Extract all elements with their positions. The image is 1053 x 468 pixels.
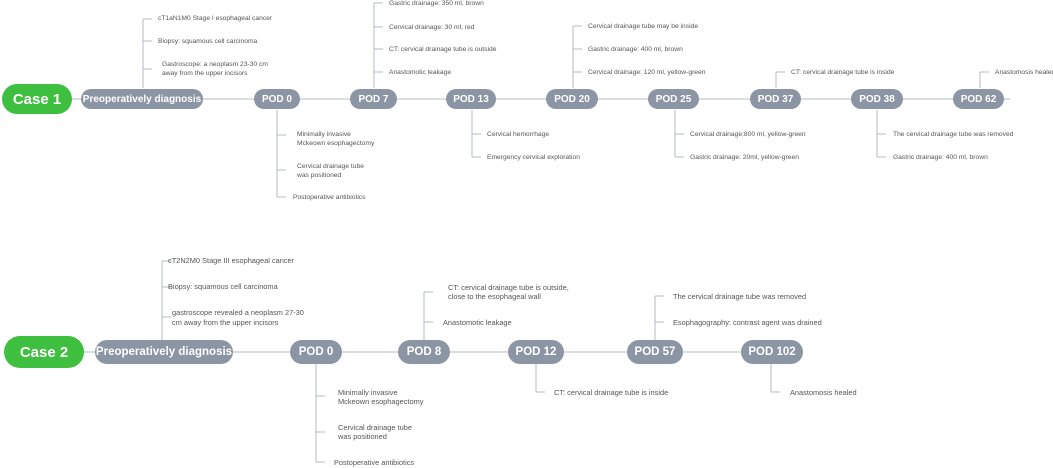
case2-node-pod57: POD 57 — [627, 340, 683, 364]
case1-pod13-note-1: Cervical hemorrhage — [487, 131, 550, 138]
case2-pod0-note-3: Cervical drainage tube — [338, 423, 412, 432]
case2-node-preop: Preoperatively diagnosis — [95, 340, 233, 364]
case2-node-pod12: POD 12 — [508, 340, 564, 364]
case1-pod25-note-2: Gastric drainage: 20ml, yellow-green — [690, 154, 799, 161]
case2-node-pod0: POD 0 — [290, 340, 342, 364]
case2-pod0-note-5: Postoperative antibiotics — [334, 458, 415, 467]
case1-node-preop: Preoperatively diagnosis — [81, 89, 203, 109]
case1-pod7-note-4: Anastomotic leakage — [389, 69, 452, 76]
case2-badge: Case 2 — [4, 336, 84, 368]
case2-pod0-note-2: Mckeown esophagectomy — [338, 397, 424, 406]
case1-pre-note-4: away from the upper incisors — [162, 70, 248, 77]
case1-pre-note-3: Gastroscope: a neoplasm 23-30 cm — [162, 61, 268, 68]
case1-node-pod0: POD 0 — [254, 89, 300, 109]
case1-pre-note-2: Biopsy: squamous cell carcinoma — [158, 38, 258, 45]
case1-pod7-note-1: Gastric drainage: 350 ml, brown — [389, 0, 484, 7]
case1-node-pod37: POD 37 — [750, 89, 801, 109]
case2-pre-note-1: cT2N2M0 Stage III esophageal cancer — [168, 256, 295, 265]
case2-pod12-note-1: CT: cervical drainage tube is inside — [554, 388, 669, 397]
case2-pod8-note-3: Anastomotic leakage — [443, 318, 512, 327]
case1-pre-note-1: cT1aN1M0 Stage I esophageal cancer — [158, 15, 273, 22]
case1-pod0-note-2: Mckeown esophagectomy — [297, 140, 375, 147]
case2-pod8-note-2: close to the esophageal wall — [448, 292, 541, 301]
case2-pre-note-2: Biopsy: squamous cell carcinoma — [168, 282, 278, 291]
case1-pod38-note-2: Gastric drainage: 400 ml, brown — [893, 154, 988, 161]
case1-pod7-note-2: Cervical drainage: 30 ml, red — [389, 24, 475, 31]
case1-pod62-note-1: Anastomosis healed — [995, 69, 1053, 76]
case1-pod0-note-4: was positioned — [297, 172, 342, 179]
case2-pod8-note-1: CT: cervical drainage tube is outside, — [448, 283, 569, 292]
case1-badge: Case 1 — [2, 84, 72, 114]
case1-pod37-note-1: CT: cervical drainage tube is inside — [791, 69, 895, 76]
case1-pod25-note-1: Cervical drainage:800 ml, yellow-green — [690, 131, 806, 138]
case1-pod0-note-3: Cervical drainage tube — [297, 163, 364, 170]
case1-node-pod38: POD 38 — [851, 89, 903, 109]
case2-pre-note-3: gastroscope revealed a neoplasm 27-30 — [172, 308, 304, 317]
case2-pre-note-4: cm away from the upper incisors — [172, 318, 279, 327]
case2-pod0-note-1: Minimally invasive — [338, 388, 398, 397]
case2-pod57-note-1: The cervical drainage tube was removed — [673, 292, 807, 301]
case2-node-pod102: POD 102 — [741, 340, 803, 364]
case1-node-pod25: POD 25 — [648, 89, 699, 109]
case1-pod0-note-1: Minimally invasive — [297, 131, 351, 138]
case1-pod0-note-5: Postoperative antibiotics — [293, 194, 366, 201]
case2-node-pod8: POD 8 — [398, 340, 450, 364]
case1-pod7-note-3: CT: cervical drainage tube is outside — [389, 46, 497, 53]
case2-pod57-note-2: Esophagography: contrast agent was drain… — [673, 318, 822, 327]
case1-node-pod62: POD 62 — [953, 89, 1004, 109]
case2-pod0-note-4: was positioned — [338, 432, 387, 441]
case2-pod102-note-1: Anastomosis healed — [790, 388, 857, 397]
case1-pod20-note-3: Cervical drainage: 120 ml, yellow-green — [588, 69, 706, 76]
case1-node-pod20: POD 20 — [546, 89, 598, 109]
case1-pod13-note-2: Emergency cervical exploration — [487, 154, 580, 161]
case1-pod20-note-1: Cervical drainage tube may be inside — [588, 23, 699, 30]
case1-pod20-note-2: Gastric drainage: 400 ml, brown — [588, 46, 683, 53]
case1-node-pod13: POD 13 — [446, 89, 496, 109]
case1-pod38-note-1: The cervical drainage tube was removed — [893, 131, 1014, 138]
case1-node-pod7: POD 7 — [350, 89, 397, 109]
